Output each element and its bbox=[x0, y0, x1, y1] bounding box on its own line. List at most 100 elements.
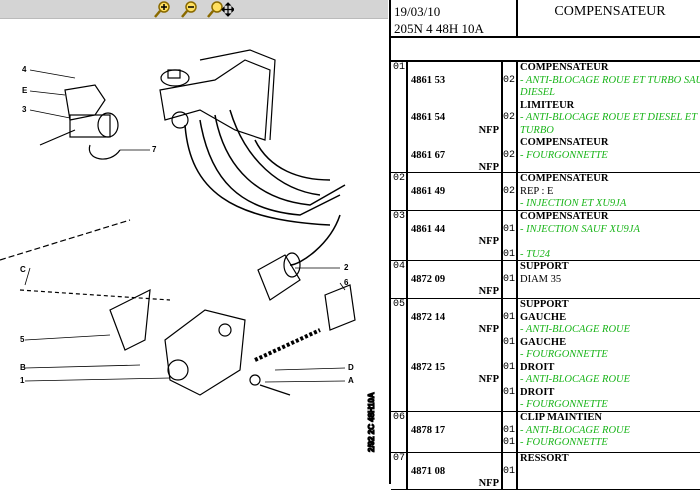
quantity: 01 bbox=[503, 273, 516, 285]
callout-E: E bbox=[22, 86, 28, 95]
ref-cell: 03 bbox=[391, 211, 408, 260]
empty bbox=[408, 261, 501, 274]
application-note: - INJECTION SAUF XU9JA bbox=[520, 223, 640, 235]
part-number[interactable]: 4861 67 bbox=[411, 149, 446, 161]
zoom-in-icon[interactable] bbox=[153, 1, 171, 18]
part-number[interactable]: 4861 54 bbox=[411, 112, 446, 123]
application-note: DIESEL bbox=[520, 87, 555, 98]
empty bbox=[408, 198, 501, 211]
callout-2: 2 bbox=[344, 263, 349, 272]
empty bbox=[408, 412, 501, 425]
application-note: TURBO bbox=[520, 124, 554, 136]
part-number[interactable]: 4872 15 bbox=[411, 361, 446, 373]
description: CLIP MAINTIEN bbox=[520, 412, 602, 423]
compensator-drawing bbox=[0, 219, 356, 396]
empty bbox=[408, 337, 501, 350]
part-number[interactable]: 4872 09 bbox=[411, 273, 446, 285]
quantity: 01 bbox=[503, 437, 516, 448]
nfp-label: NFP bbox=[478, 162, 499, 173]
quantity bbox=[503, 236, 516, 249]
application-note: - FOURGONNETTE bbox=[520, 399, 608, 410]
callout-lines bbox=[24, 69, 346, 383]
description: SUPPORT bbox=[520, 261, 569, 272]
date: 19/03/10 bbox=[394, 4, 441, 19]
callout-A: A bbox=[348, 376, 354, 385]
diagram-stamp: 2/92 2C 48H10A bbox=[367, 392, 376, 452]
description: REP : E bbox=[520, 185, 554, 197]
callout-D: D bbox=[348, 363, 354, 372]
description: DIAM 35 bbox=[520, 273, 562, 285]
callout-B: B bbox=[20, 363, 26, 372]
application-note: - FOURGONNETTE bbox=[520, 437, 608, 448]
bracket-assembly-drawing bbox=[39, 84, 121, 160]
part-number[interactable]: 4878 17 bbox=[411, 424, 446, 436]
qty-cell: 01 bbox=[503, 261, 518, 298]
nfp-label: NFP bbox=[478, 124, 499, 136]
empty bbox=[408, 62, 501, 75]
desc-cell: COMPENSATEUR- INJECTION SAUF XU9JA - TU24 bbox=[518, 211, 700, 260]
empty bbox=[408, 100, 501, 113]
part-number[interactable]: 4861 49 bbox=[411, 185, 446, 197]
pan-icon[interactable] bbox=[206, 1, 234, 18]
callout-4: 4 bbox=[22, 65, 27, 74]
quantity: 01 bbox=[503, 336, 516, 348]
application-note: - ANTI-BLOCAGE ROUE bbox=[520, 324, 631, 335]
description: DROIT bbox=[520, 386, 555, 398]
nfp-label: NFP bbox=[478, 236, 499, 247]
part-number[interactable]: 4861 53 bbox=[411, 74, 446, 86]
empty bbox=[408, 387, 501, 400]
ref-number: 07 bbox=[393, 453, 406, 464]
viewer-toolbar bbox=[0, 0, 388, 19]
master-cylinder-drawing bbox=[159, 49, 276, 141]
empty bbox=[408, 299, 501, 312]
desc-cell: COMPENSATEUR- ANTI-BLOCAGE ROUE ET TURBO… bbox=[518, 62, 700, 172]
part-cell: 4878 17 bbox=[408, 412, 503, 452]
application-note: - TU24 bbox=[520, 248, 551, 260]
nfp-label: NFP bbox=[478, 478, 499, 489]
description bbox=[520, 286, 700, 299]
description: COMPENSATEUR bbox=[520, 62, 609, 73]
part-number[interactable]: 4861 44 bbox=[411, 223, 446, 235]
part-cell: 4861 49 bbox=[408, 173, 503, 210]
ref-number: 02 bbox=[393, 173, 406, 184]
description: COMPENSATEUR bbox=[520, 211, 609, 222]
zoom-out-icon[interactable] bbox=[180, 1, 198, 18]
part-cell: 4861 53 4861 54 NFP 4861 67 NFP bbox=[408, 62, 503, 173]
page-title: COMPENSATEUR bbox=[516, 0, 700, 38]
connector-drawing bbox=[257, 252, 301, 301]
empty bbox=[408, 173, 501, 186]
application-note: - ANTI-BLOCAGE ROUE bbox=[520, 424, 631, 436]
ref-cell: 04 bbox=[391, 261, 408, 298]
desc-cell: CLIP MAINTIEN- ANTI-BLOCAGE ROUE- FOURGO… bbox=[518, 412, 700, 452]
quantity bbox=[503, 299, 516, 312]
application-note: - INJECTION ET XU9JA bbox=[520, 198, 627, 209]
quantity bbox=[503, 399, 516, 412]
empty bbox=[408, 87, 501, 100]
description: GAUCHE bbox=[520, 336, 567, 348]
callout-5: 5 bbox=[20, 335, 25, 344]
application-note: - ANTI-BLOCAGE ROUE ET TURBO SAUF bbox=[520, 74, 700, 86]
part-number[interactable]: 4872 14 bbox=[411, 311, 446, 323]
quantity bbox=[503, 173, 516, 186]
description: GAUCHE bbox=[520, 311, 567, 323]
quantity: 01 bbox=[503, 248, 516, 260]
part-number[interactable]: 4871 08 bbox=[411, 465, 446, 477]
nfp-label: NFP bbox=[478, 374, 499, 385]
quantity bbox=[503, 349, 516, 362]
ref-number: 06 bbox=[393, 412, 406, 423]
quantity: 02 bbox=[503, 185, 516, 197]
description: COMPENSATEUR bbox=[520, 137, 609, 148]
quantity: 01 bbox=[503, 311, 516, 323]
quantity bbox=[503, 478, 516, 491]
